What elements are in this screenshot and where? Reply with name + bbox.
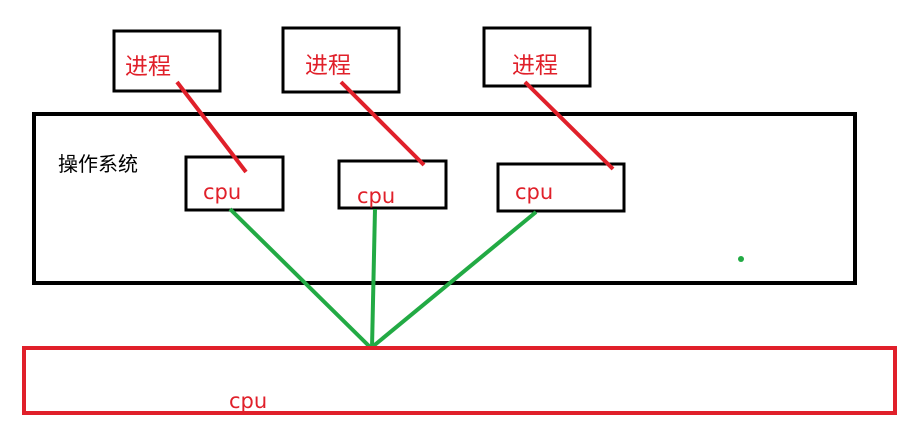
os-label: 操作系统 bbox=[58, 152, 138, 176]
process-label-1: 进程 bbox=[125, 54, 171, 80]
virtual-cpu-label-1: cpu bbox=[203, 180, 241, 204]
virtual-cpu-box-3 bbox=[496, 162, 626, 213]
process-box-2 bbox=[281, 26, 401, 94]
virtual-cpu-label-3: cpu bbox=[515, 180, 553, 204]
process-box-1 bbox=[112, 29, 222, 93]
process-label-2: 进程 bbox=[305, 53, 351, 79]
process-label-3: 进程 bbox=[512, 53, 558, 79]
cpu-to-physical-line-3 bbox=[369, 210, 538, 350]
process-to-cpu-line-1 bbox=[175, 80, 248, 174]
process-to-cpu-line-3 bbox=[523, 80, 615, 171]
os-box bbox=[32, 112, 857, 285]
virtual-cpu-box-2 bbox=[337, 159, 448, 210]
process-to-cpu-line-2 bbox=[339, 80, 426, 167]
stray-dot bbox=[738, 256, 744, 262]
virtual-cpu-label-2: cpu bbox=[357, 184, 395, 208]
physical-cpu-box bbox=[22, 346, 897, 415]
cpu-to-physical-line-2 bbox=[370, 208, 377, 349]
process-box-3 bbox=[482, 26, 592, 88]
cpu-to-physical-line-1 bbox=[228, 207, 373, 350]
physical-cpu-label: cpu bbox=[229, 389, 267, 413]
